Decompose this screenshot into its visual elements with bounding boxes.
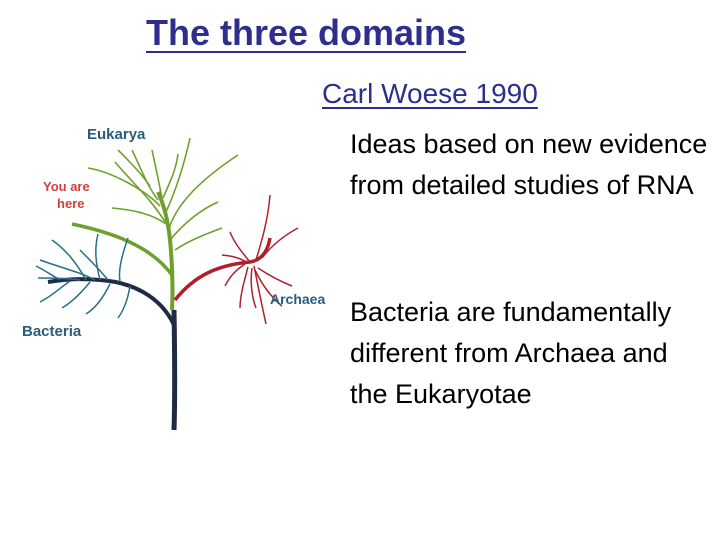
bacteria-branches — [35, 233, 131, 319]
label-you-are: You are — [43, 179, 90, 194]
label-bacteria: Bacteria — [22, 323, 82, 340]
eukarya-branches — [87, 137, 239, 261]
slide-title: The three domains — [146, 12, 467, 53]
paragraph-bacteria-different: Bacteria are fundamentally different fro… — [350, 297, 672, 409]
subtitle: Carl Woese 1990 — [322, 78, 538, 109]
eukarya-stem — [156, 191, 175, 311]
label-archaea: Archaea — [270, 291, 325, 307]
label-eukarya: Eukarya — [87, 126, 146, 143]
paragraph-rna-evidence: Ideas based on new evidence from detaile… — [350, 129, 708, 200]
label-here: here — [57, 196, 84, 211]
tree-trunk — [171, 309, 178, 431]
archaea-stem — [173, 237, 272, 302]
archaea-branches — [221, 194, 299, 325]
bacteria-stem — [47, 277, 176, 326]
eukarya-arch-left — [71, 222, 174, 277]
tree-of-life-diagram: Eukarya You are here Archaea Bacteria — [22, 126, 325, 431]
